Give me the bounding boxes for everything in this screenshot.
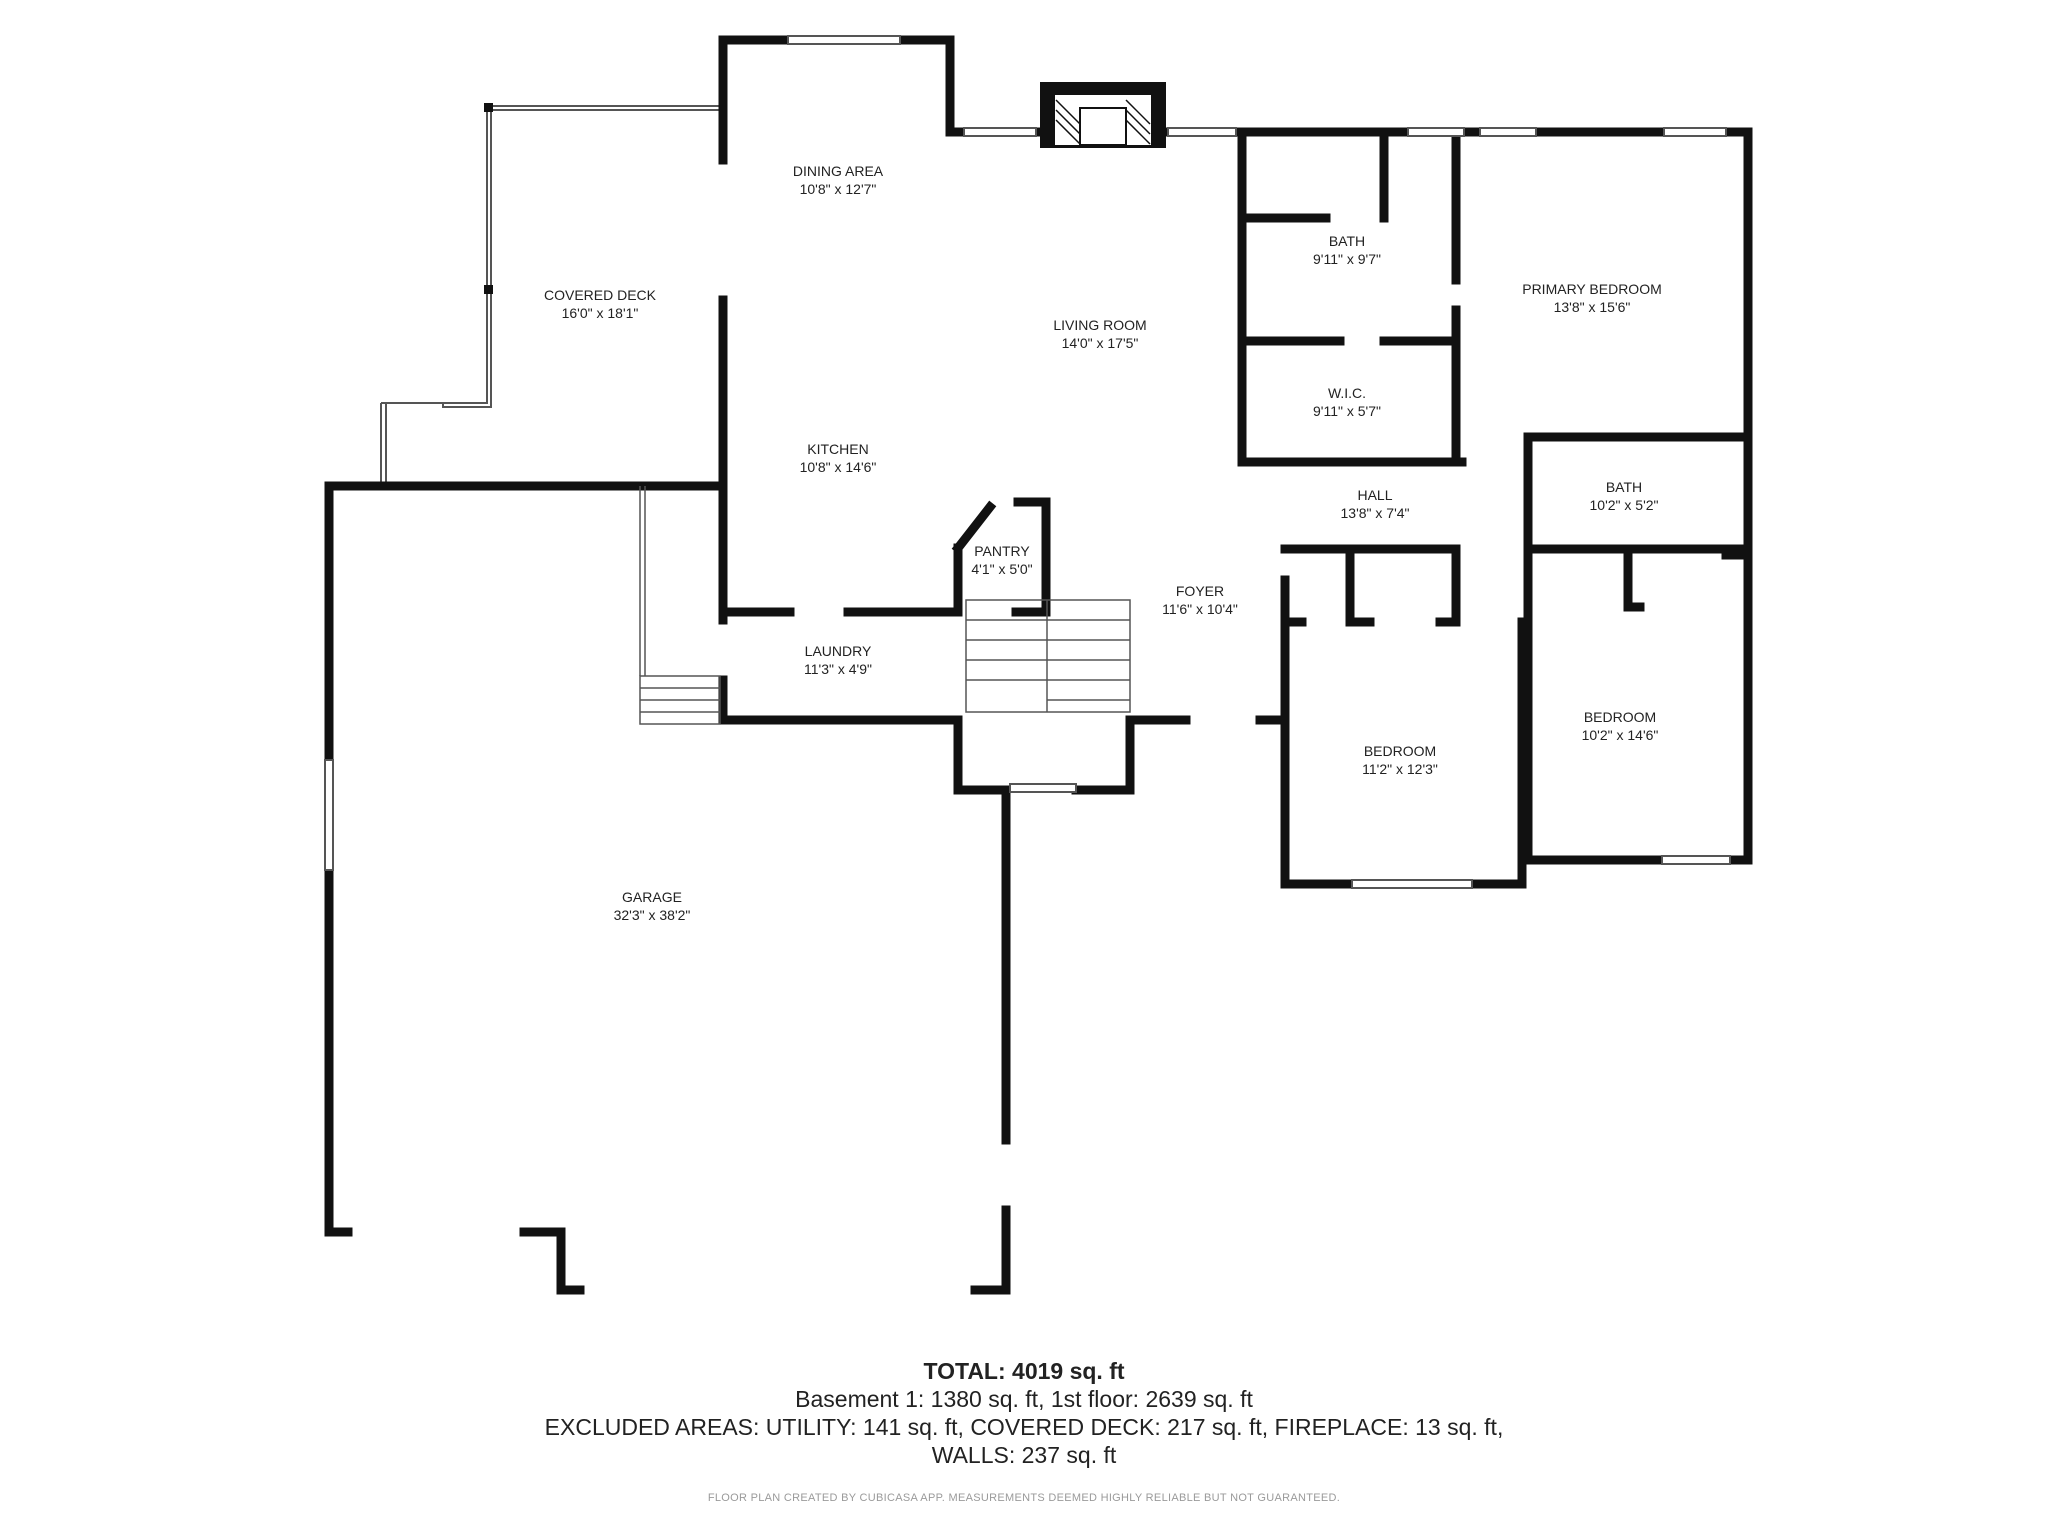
room-name-wic: W.I.C.: [1328, 385, 1366, 401]
room-dim-pantry: 4'1" x 5'0": [971, 561, 1032, 577]
room-dim-wic: 9'11" x 5'7": [1313, 403, 1381, 419]
room-dim-bath-2: 10'2" x 5'2": [1590, 497, 1659, 513]
total-area: TOTAL: 4019 sq. ft: [923, 1358, 1125, 1384]
fireplace: [1040, 82, 1166, 148]
room-dim-bedroom-1: 11'2" x 12'3": [1362, 761, 1438, 777]
room-name-bedroom-2: BEDROOM: [1584, 709, 1656, 725]
windows: [324, 35, 1731, 889]
credit-note: FLOOR PLAN CREATED BY CUBICASA APP. MEAS…: [707, 1492, 1341, 1504]
room-name-dining: DINING AREA: [793, 163, 884, 179]
room-dim-covered-deck: 16'0" x 18'1": [562, 305, 639, 321]
room-name-pantry: PANTRY: [974, 543, 1030, 559]
floor-areas: Basement 1: 1380 sq. ft, 1st floor: 2639…: [795, 1386, 1253, 1412]
room-name-laundry: LAUNDRY: [805, 643, 872, 659]
deck-post: [484, 285, 493, 294]
room-dim-living: 14'0" x 17'5": [1062, 335, 1139, 351]
room-dim-laundry: 11'3" x 4'9": [804, 661, 872, 677]
room-dim-hall: 13'8" x 7'4": [1341, 505, 1410, 521]
room-name-bath-1: BATH: [1329, 233, 1365, 249]
room-name-hall: HALL: [1357, 487, 1392, 503]
room-name-bath-2: BATH: [1606, 479, 1642, 495]
room-dim-primary-bedroom: 13'8" x 15'6": [1554, 299, 1631, 315]
room-dim-foyer: 11'6" x 10'4": [1162, 601, 1238, 617]
covered-deck-outline: [380, 105, 723, 484]
room-dim-dining: 10'8" x 12'7": [800, 181, 877, 197]
room-name-kitchen: KITCHEN: [807, 441, 868, 457]
room-dim-kitchen: 10'8" x 14'6": [800, 459, 877, 475]
room-name-foyer: FOYER: [1176, 583, 1224, 599]
room-name-garage: GARAGE: [622, 889, 682, 905]
room-name-living: LIVING ROOM: [1053, 317, 1146, 333]
stairs: [639, 486, 1131, 725]
room-dim-garage: 32'3" x 38'2": [614, 907, 691, 923]
room-name-primary-bedroom: PRIMARY BEDROOM: [1522, 281, 1662, 297]
walls: [324, 35, 1753, 1295]
room-name-covered-deck: COVERED DECK: [544, 287, 657, 303]
deck-post: [484, 103, 493, 112]
excluded-areas: EXCLUDED AREAS: UTILITY: 141 sq. ft, COV…: [544, 1414, 1504, 1440]
room-dim-bath-1: 9'11" x 9'7": [1313, 251, 1381, 267]
walls-area: WALLS: 237 sq. ft: [931, 1442, 1117, 1468]
room-dim-bedroom-2: 10'2" x 14'6": [1582, 727, 1659, 743]
room-name-bedroom-1: BEDROOM: [1364, 743, 1436, 759]
